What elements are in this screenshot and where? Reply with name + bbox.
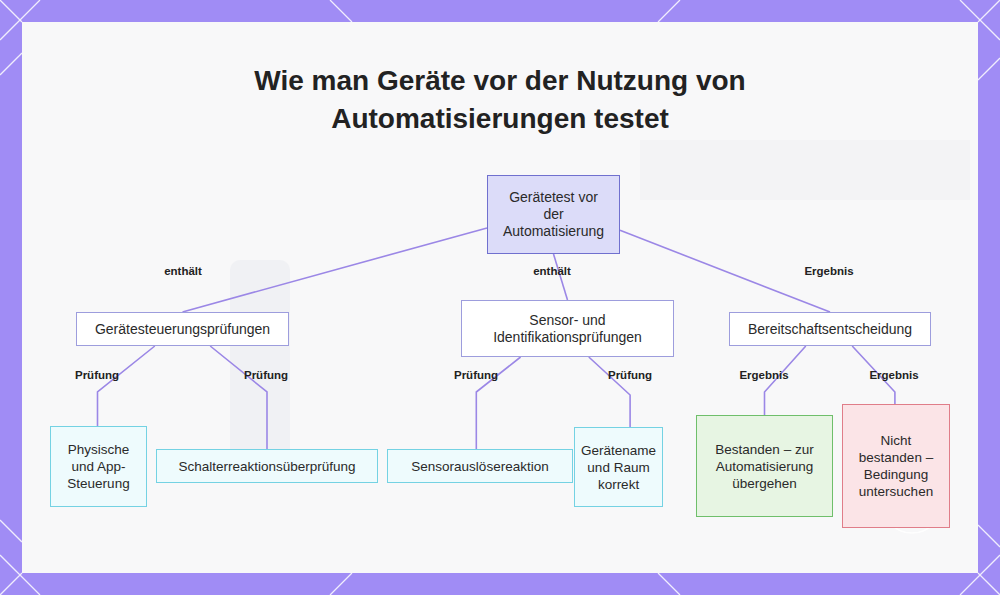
edge-label: Ergebnis <box>739 369 788 381</box>
connector <box>183 228 488 312</box>
root-box: Gerätetest vor der Automatisierung <box>487 175 620 254</box>
fail-box: Nicht bestanden – Bedingung untersuchen <box>842 404 950 528</box>
node-text: Sensor- und Identifikationsprüfungen <box>470 312 665 346</box>
edge-label: Prüfung <box>608 369 652 381</box>
check-box: Physische und App-Steuerung <box>50 426 147 507</box>
edge-label: enthält <box>164 265 202 277</box>
check-box: Gerätename und Raum korrekt <box>574 427 663 507</box>
node-text: Gerätetest vor der Automatisierung <box>502 189 605 240</box>
category-box: Sensor- und Identifikationsprüfungen <box>461 300 674 357</box>
node-text: Nicht bestanden – Bedingung untersuchen <box>853 432 939 500</box>
edge-label: Prüfung <box>244 369 288 381</box>
pass-box: Bestanden – zur Automatisierung übergehe… <box>696 415 833 517</box>
edge-label: Prüfung <box>75 369 119 381</box>
connector <box>589 357 630 427</box>
category-box: Bereitschaftsentscheidung <box>729 312 931 346</box>
node-text: Bestanden – zur Automatisierung übergehe… <box>705 441 824 492</box>
edge-label: enthält <box>533 265 571 277</box>
node-text: Physische und App-Steuerung <box>59 441 138 492</box>
node-text: Gerätename und Raum korrekt <box>581 442 656 493</box>
connector <box>210 346 267 449</box>
check-box: Sensorauslösereaktion <box>387 449 573 483</box>
edge-label: Ergebnis <box>804 265 853 277</box>
diagram-title: Wie man Geräte vor der Nutzung von Autom… <box>190 62 810 138</box>
node-text: Sensorauslösereaktion <box>411 458 548 475</box>
node-text: Gerätesteuerungsprüfungen <box>95 321 270 338</box>
category-box: Gerätesteuerungsprüfungen <box>76 312 289 346</box>
edge-label: Ergebnis <box>869 369 918 381</box>
edge-label: Prüfung <box>454 369 498 381</box>
node-text: Schalterreaktionsüberprüfung <box>178 458 355 475</box>
node-text: Bereitschaftsentscheidung <box>748 321 912 338</box>
check-box: Schalterreaktionsüberprüfung <box>156 449 378 483</box>
connector <box>554 254 568 300</box>
connector <box>98 346 155 426</box>
